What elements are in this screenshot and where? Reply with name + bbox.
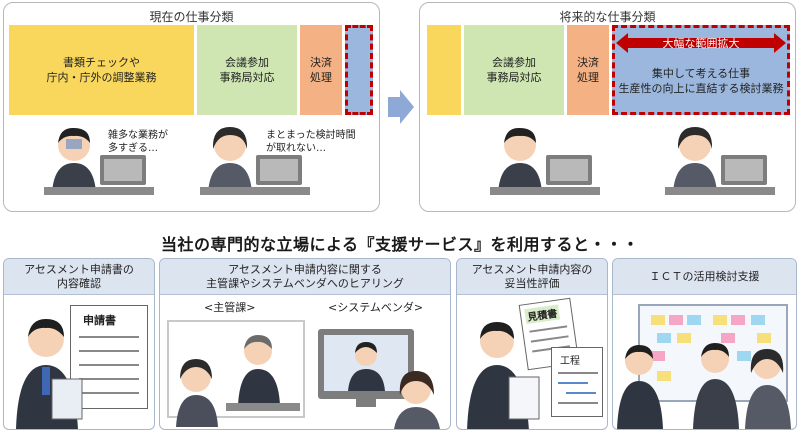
service-card-title: アセスメント申請内容の妥当性評価 <box>457 259 607 295</box>
hearing-illustration <box>167 320 440 429</box>
expansion-arrow-icon <box>616 33 786 53</box>
expansion-label: 大幅な範囲拡大 <box>662 37 740 50</box>
current-panel: 現在の仕事分類 書類チェックや庁内・庁外の調整業務 会議参加事務局対応 決済処理… <box>3 2 380 212</box>
worker-right-illustration <box>200 127 310 195</box>
label-vendor: <システムベンダ> <box>328 301 424 314</box>
service-card-title: アセスメント申請書の内容確認 <box>4 259 154 295</box>
service-card-review: アセスメント申請書の内容確認 申請書 <box>3 258 155 430</box>
future-panel: 将来的な仕事分類 会議参加事務局対応 決済処理 集中して考える仕事 生産性の向上… <box>419 2 796 212</box>
transition-arrow-icon <box>388 90 414 124</box>
schedule-document-icon: 工程 <box>551 347 603 417</box>
future-block-meeting: 会議参加事務局対応 <box>464 25 564 115</box>
worker-future-right-illustration <box>665 127 775 195</box>
future-block-settle: 決済処理 <box>567 25 609 115</box>
ict-discussion-illustration <box>617 304 791 429</box>
speech-right: まとまった検討時間が取れない… <box>266 130 356 154</box>
current-block-check: 書類チェックや庁内・庁外の調整業務 <box>9 25 194 115</box>
speech-left: 雑多な業務が多すぎる… <box>108 130 168 154</box>
application-document-icon: 申請書 <box>70 305 148 409</box>
current-block-meeting: 会議参加事務局対応 <box>197 25 297 115</box>
service-card-title: ＩＣＴの活用検討支援 <box>613 259 796 295</box>
service-card-hearing: アセスメント申請内容に関する主管課やシステムベンダへのヒアリング <主管課> <… <box>159 258 451 430</box>
worker-future-left-illustration <box>490 127 600 195</box>
headline: 当社の専門的な立場による『支援サービス』を利用すると・・・ <box>160 235 640 254</box>
service-card-evaluation: アセスメント申請内容の妥当性評価 見積書 工程 <box>456 258 608 430</box>
current-block-settle: 決済処理 <box>300 25 342 115</box>
future-block-check <box>427 25 461 115</box>
label-department: <主管課> <box>204 301 256 314</box>
service-card-title: アセスメント申請内容に関する主管課やシステムベンダへのヒアリング <box>160 259 450 295</box>
service-card-ict: ＩＣＴの活用検討支援 <box>612 258 797 430</box>
current-block-study <box>345 25 373 115</box>
worker-left-illustration <box>44 127 154 195</box>
future-title: 将来的な仕事分類 <box>559 10 656 24</box>
current-title: 現在の仕事分類 <box>149 10 234 24</box>
reviewer-illustration <box>16 319 83 429</box>
evaluator-illustration <box>467 322 540 429</box>
